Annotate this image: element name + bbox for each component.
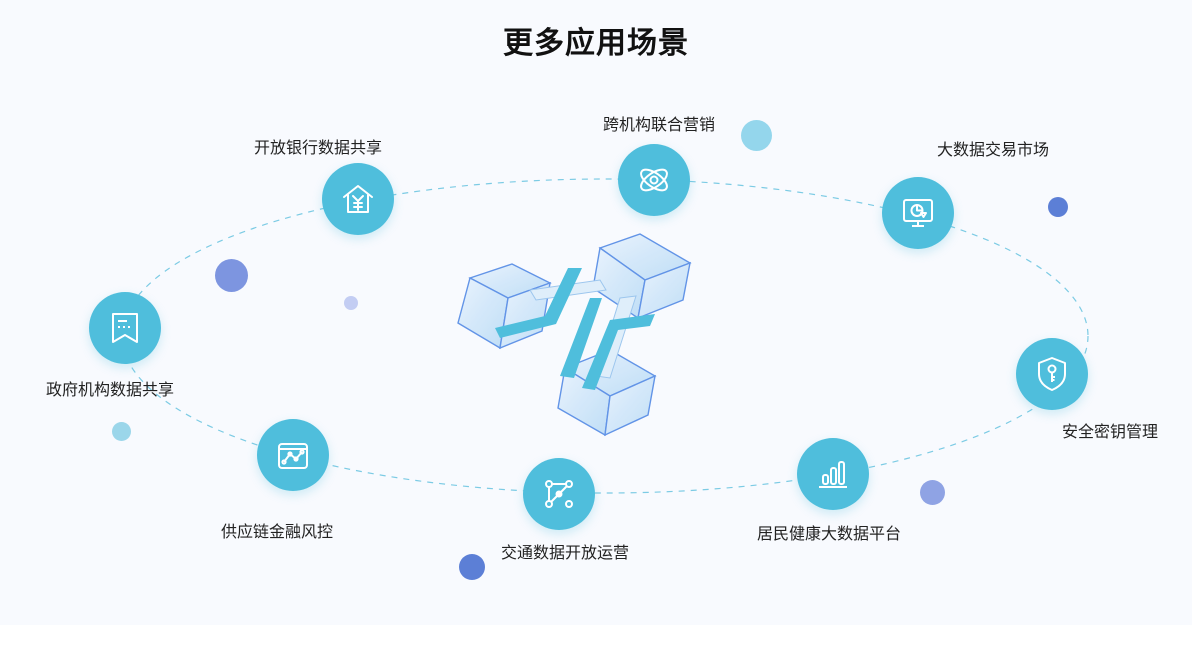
shield-key-icon — [1038, 357, 1066, 391]
scenario-node-government[interactable] — [89, 292, 161, 364]
scenario-label: 居民健康大数据平台 — [756, 524, 902, 543]
decor-dot — [344, 296, 358, 310]
bar-chart-icon — [819, 461, 847, 488]
box-chart-icon — [278, 443, 308, 469]
scenario-label: 大数据交易市场 — [936, 140, 1050, 159]
scenario-node-data-exchange[interactable] — [882, 177, 954, 249]
scenario-node-open-banking[interactable] — [322, 163, 394, 235]
cube-right — [592, 233, 692, 320]
scenario-label: 开放银行数据共享 — [253, 138, 383, 157]
decor-dot — [459, 554, 485, 580]
scenario-node-joint-marketing[interactable] — [618, 144, 690, 216]
decor-dot — [920, 480, 945, 505]
scenario-label: 交通数据开放运营 — [500, 543, 630, 562]
scenario-label: 政府机构数据共享 — [45, 380, 175, 399]
atom-network-icon — [640, 168, 668, 192]
page-title: 更多应用场景 — [503, 26, 689, 61]
logo-mark — [495, 268, 655, 390]
bookmark-document-icon — [112, 313, 138, 343]
scenario-node-key-management[interactable] — [1016, 338, 1088, 410]
scenario-node-health-data[interactable] — [797, 438, 869, 510]
scene-canvas: 更多应用场景 — [45, 26, 1159, 580]
scenario-node-supply-chain[interactable] — [257, 419, 329, 491]
scenario-label: 安全密钥管理 — [1061, 422, 1159, 441]
route-nodes-icon — [545, 480, 573, 508]
scenario-label: 跨机构联合营销 — [602, 115, 716, 134]
decor-dot — [741, 120, 772, 151]
monitor-chart-icon — [903, 199, 933, 227]
scenario-label: 供应链金融风控 — [220, 522, 334, 541]
center-cube-illustration — [457, 233, 692, 437]
decor-dot — [215, 259, 248, 292]
decor-dot — [112, 422, 131, 441]
decor-dot — [1048, 197, 1068, 217]
scenario-node-traffic-data[interactable] — [523, 458, 595, 530]
bank-house-icon — [343, 185, 373, 213]
